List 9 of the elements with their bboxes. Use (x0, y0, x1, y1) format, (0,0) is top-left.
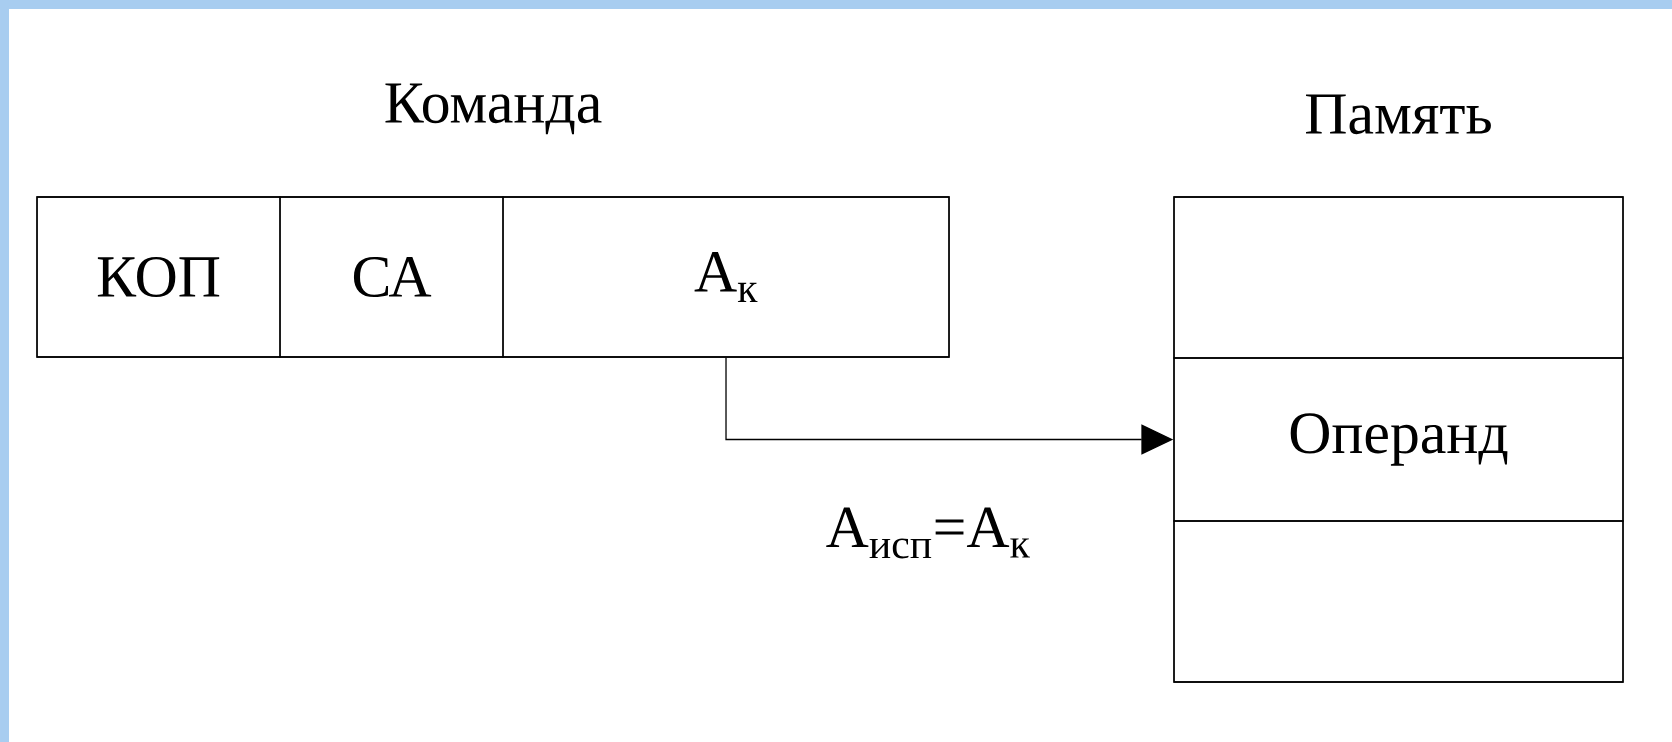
edge-label: А$_{исп}$=А$_{к}$ (826, 507, 1030, 559)
table-cell (1173, 196, 1624, 359)
table-cell: А$_{к}$ (502, 196, 950, 358)
table-cell: КОП (36, 196, 281, 358)
table-cell: Операнд (1173, 357, 1624, 522)
node-label: Команда (385, 83, 602, 135)
table-cell (1173, 520, 1624, 683)
table-cell: СА (279, 196, 504, 358)
node-label: Память (1306, 94, 1491, 135)
